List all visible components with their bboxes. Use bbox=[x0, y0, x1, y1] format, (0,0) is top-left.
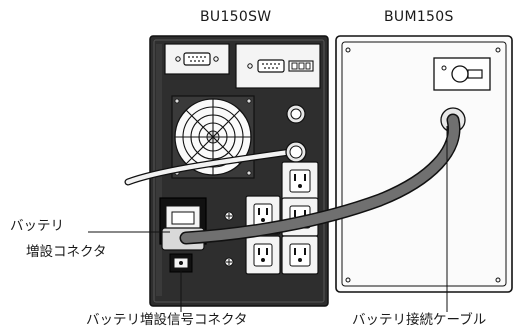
callout-battery-connector-line2: 増設コネクタ bbox=[26, 244, 107, 260]
outlet-slots bbox=[258, 174, 306, 262]
battery-module-unit bbox=[335, 35, 513, 293]
ups-model-title: BU150SW bbox=[200, 9, 272, 25]
interface-panel bbox=[235, 43, 321, 89]
mounting-bracket bbox=[433, 57, 491, 91]
battery-connection-cable bbox=[179, 113, 461, 245]
callout-connection-cable: バッテリ接続ケーブル bbox=[352, 312, 487, 328]
callout-battery-connector-line1: バッテリ bbox=[10, 218, 64, 234]
callout-signal-connector: バッテリ増設信号コネクタ bbox=[86, 312, 248, 328]
power-cord bbox=[124, 141, 307, 186]
battery-signal-connector bbox=[169, 253, 193, 273]
serial-port-small bbox=[164, 43, 230, 75]
callout-leaders bbox=[88, 126, 448, 312]
battery-model-title: BUM150S bbox=[384, 9, 454, 25]
